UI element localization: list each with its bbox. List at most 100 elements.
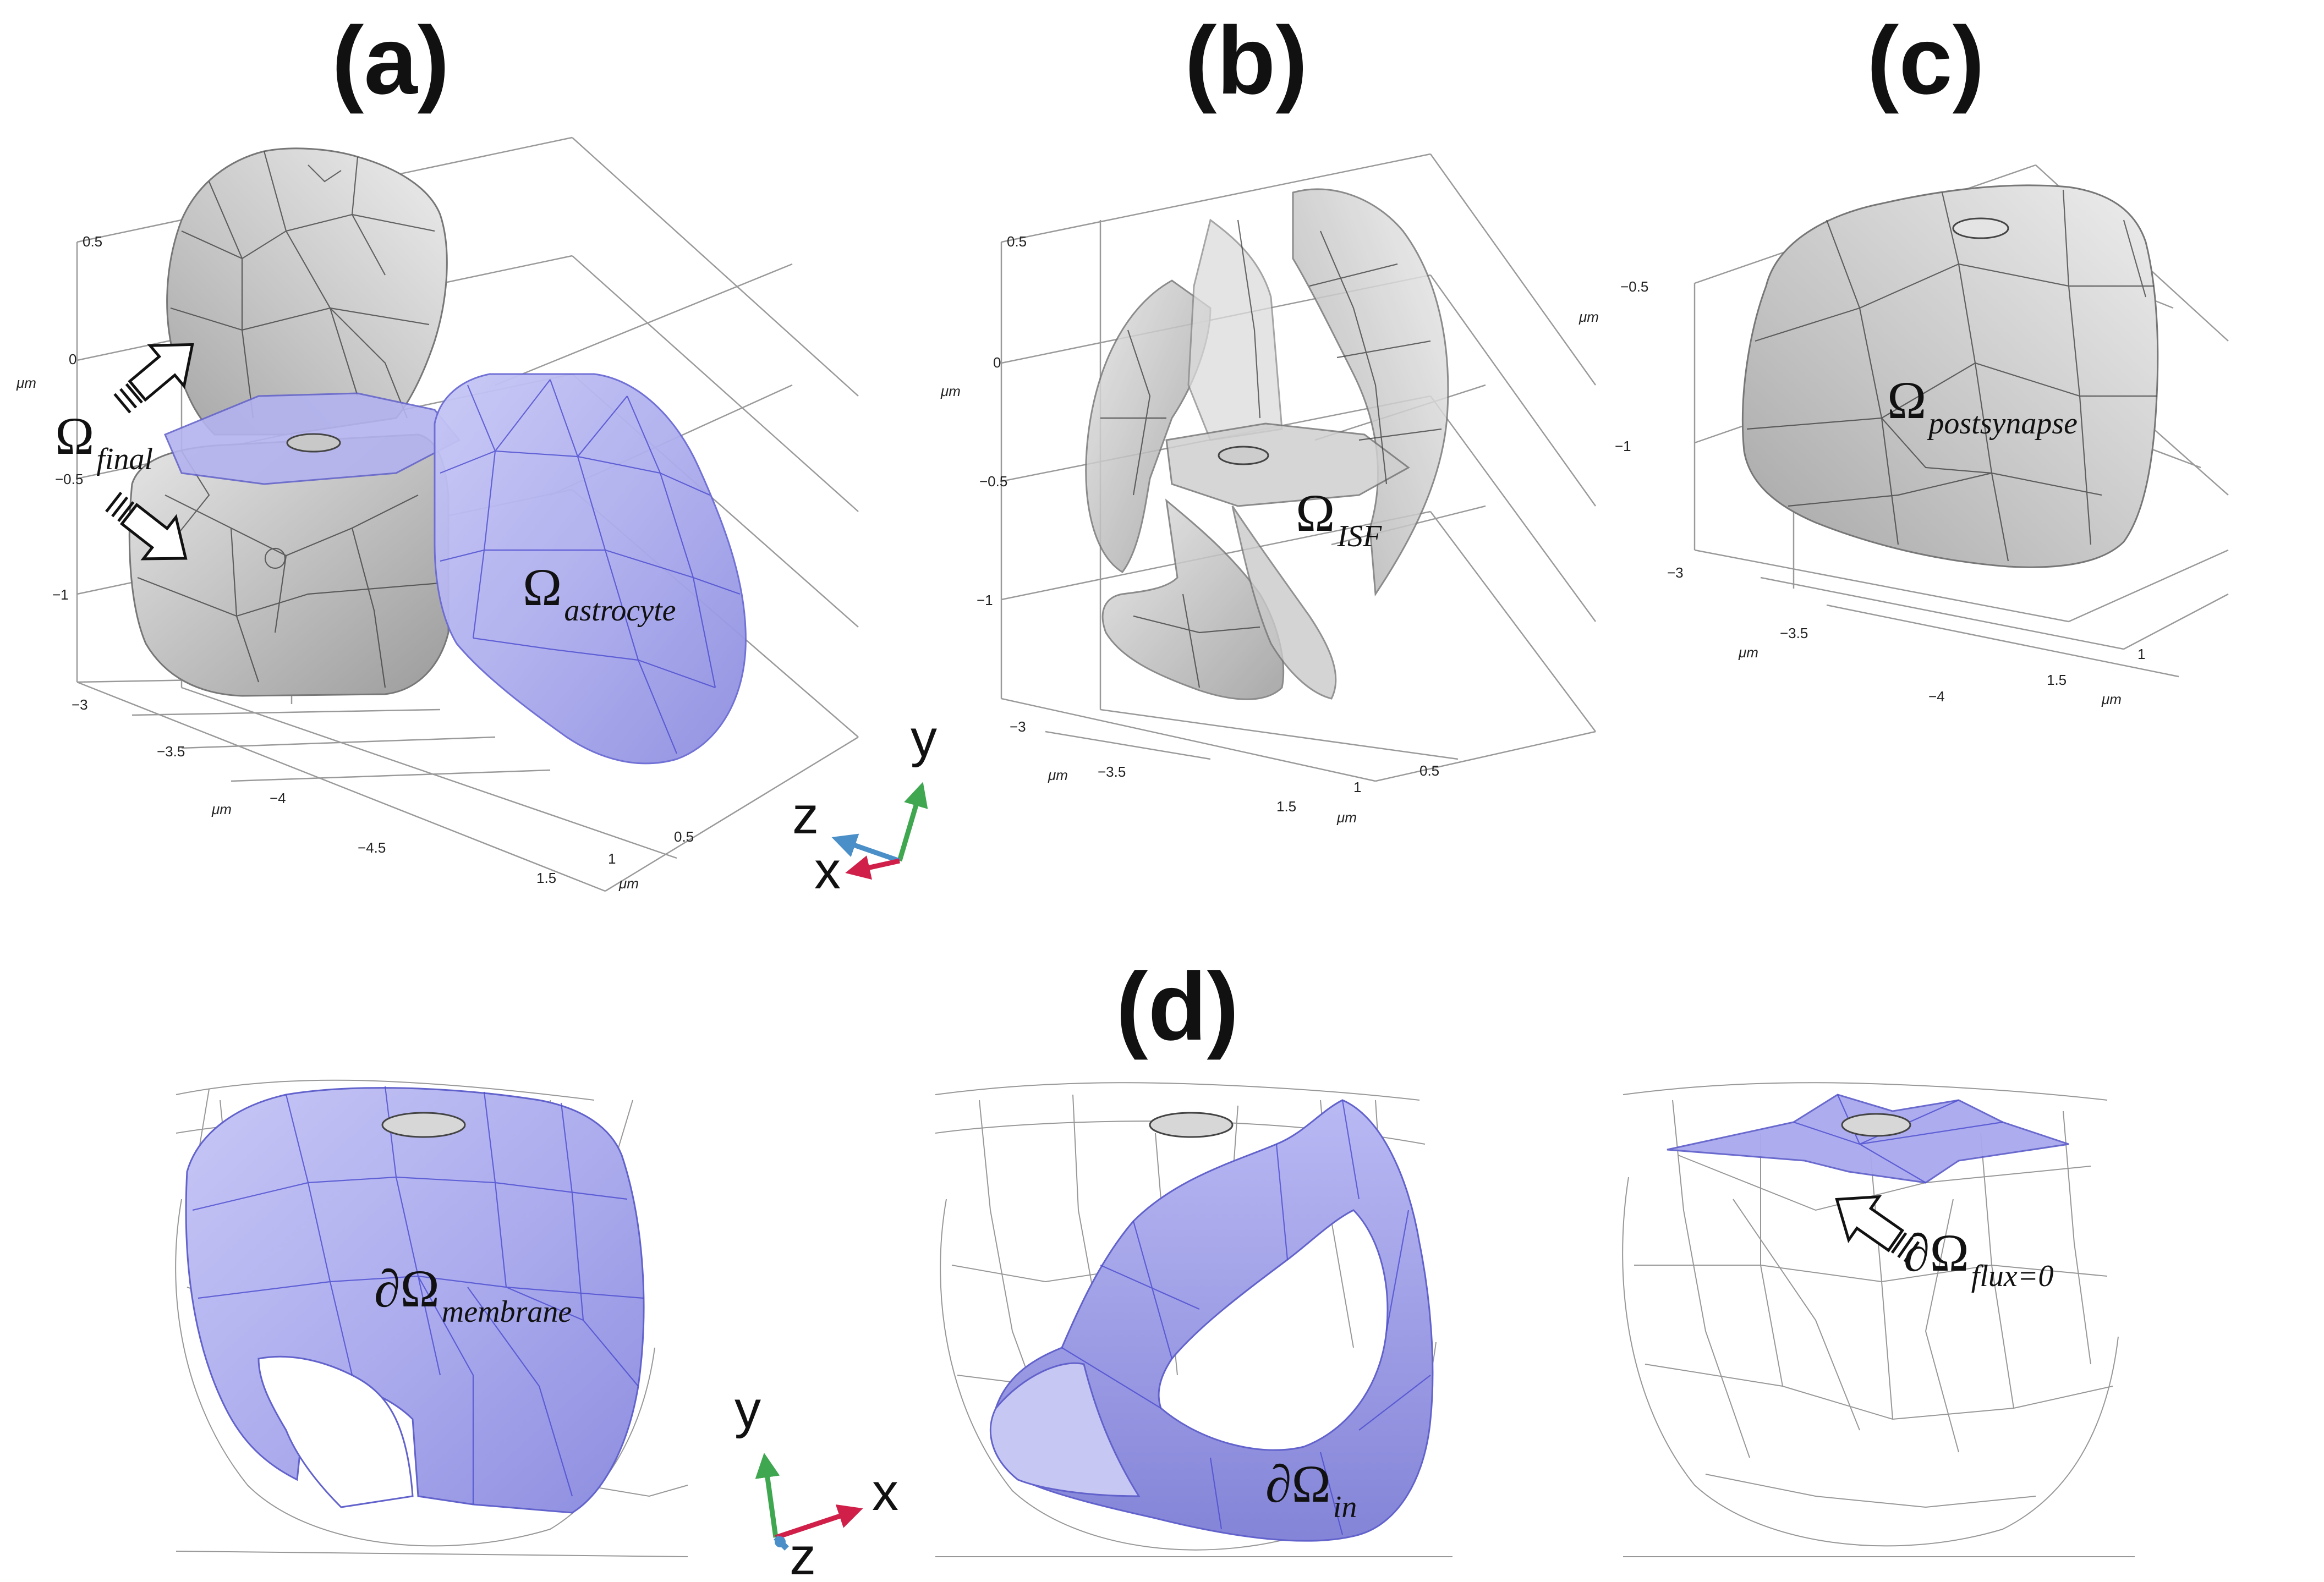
triad-top-x-axis xyxy=(845,855,900,880)
panel-d-inflow-label: ∂Ωin xyxy=(1265,1454,1357,1524)
panel-d-noflux-omega: ∂Ω xyxy=(1904,1223,1969,1282)
triad-top: y z x xyxy=(792,709,937,900)
panel-c-yunit: μm xyxy=(1578,309,1599,325)
panel-b-isf-subscript: ISF xyxy=(1336,519,1382,553)
panel-b-isf-mid-band xyxy=(1165,422,1410,507)
panel-b-ytick-1: 0.5 xyxy=(1007,233,1027,250)
panel-d-inflow-subscript: in xyxy=(1333,1490,1357,1524)
panel-c-ztick-3: −4 xyxy=(1928,688,1945,705)
panel-d-noflux-surface xyxy=(1667,1094,2069,1184)
triad-bottom-z-dot xyxy=(775,1536,786,1547)
panel-a-ytick-2: 0 xyxy=(69,351,76,367)
panel-d-membrane-hole-shade xyxy=(257,1355,414,1508)
panel-b: (b) 0.5 0 −0.5 −1 μm −3 −3.5 μm 1.5 xyxy=(940,7,1597,826)
panel-c-ztick-1: −3 xyxy=(1667,564,1684,581)
panel-a-xtick-3: 0.5 xyxy=(674,828,694,845)
panel-a-astrocyte xyxy=(434,373,747,765)
panel-a-top-cell xyxy=(166,147,448,436)
triad-bottom-y-label: y xyxy=(735,1380,761,1439)
panel-a-ytick-4: −1 xyxy=(52,586,69,603)
panel-d-noflux-view: ∂Ωflux=0 xyxy=(1622,1082,2135,1557)
triad-top-x-label: x xyxy=(814,841,841,900)
panel-c-postsynapse xyxy=(1741,184,2159,568)
panel-d2-synapse-hole xyxy=(1149,1112,1234,1138)
panel-a-ztick-4: −4.5 xyxy=(358,839,386,856)
panel-b-ytick-2: 0 xyxy=(993,354,1001,371)
panel-c-xtick-1: 1.5 xyxy=(2047,672,2067,688)
panel-d-membrane-mesh xyxy=(192,1086,644,1504)
panel-d-noflux-subscript: flux=0 xyxy=(1971,1259,2054,1293)
triad-bottom-x-axis xyxy=(775,1504,863,1540)
triad-top-z-axis xyxy=(831,833,901,864)
panel-b-synapse-hole xyxy=(1218,446,1269,465)
triad-bottom-x-label: x xyxy=(872,1463,898,1521)
panel-a-arrow-down-icon xyxy=(105,491,188,561)
panel-a-xtick-1: 1.5 xyxy=(536,870,556,886)
panel-a-bottom-mesh xyxy=(137,451,441,688)
panel-c-ytick-2: −1 xyxy=(1615,438,1631,454)
panel-d-membrane-view: ∂Ωmembrane xyxy=(175,1079,688,1557)
panel-a-label: (a) xyxy=(332,7,450,114)
panel-c-post-omega: Ω xyxy=(1887,371,1926,430)
panel-b-label: (b) xyxy=(1185,7,1307,114)
panel-b-isf-right-lobe xyxy=(1292,188,1449,597)
panel-b-isf-center-upper xyxy=(1187,218,1283,441)
triad-top-z-label: z xyxy=(792,786,819,845)
triad-top-y-axis xyxy=(897,782,928,862)
panel-c-xtick-2: 1 xyxy=(2137,646,2145,662)
panel-b-yunit: μm xyxy=(940,383,961,399)
panel-d3-wireframe xyxy=(1622,1082,2135,1557)
panel-d-inflow-fold xyxy=(989,1362,1141,1497)
panel-b-xtick-3: 0.5 xyxy=(1419,762,1439,779)
triad-bottom: y x z xyxy=(735,1380,898,1582)
panel-a-ztick-3: −4 xyxy=(270,790,286,806)
panel-b-xtick-2: 1 xyxy=(1353,779,1361,795)
panel-a-ytick-1: 0.5 xyxy=(83,233,102,250)
panel-d-noflux-label: ∂Ωflux=0 xyxy=(1904,1223,2054,1293)
panel-b-ytick-3: −0.5 xyxy=(979,473,1007,490)
panel-d-label: (d) xyxy=(1116,953,1238,1061)
panel-c-ytick-1: −0.5 xyxy=(1620,278,1648,295)
panel-c-post-subscript: postsynapse xyxy=(1926,407,2078,441)
panel-a-xtick-2: 1 xyxy=(608,850,616,867)
panel-d: (d) xyxy=(175,953,2135,1557)
panel-a-final-omega: Ω xyxy=(55,407,94,465)
panel-a-astrocyte-omega: Ω xyxy=(523,558,562,617)
panel-c: (c) −0.5 −1 μm −3 −3.5 −4 μm 1.5 1 μm xyxy=(1578,7,2229,707)
panel-c-ztick-2: −3.5 xyxy=(1780,625,1808,641)
panel-a-zunit: μm xyxy=(211,801,232,817)
panel-a-yunit: μm xyxy=(16,375,36,391)
panel-a-ztick-1: −3 xyxy=(72,696,88,713)
panel-a-arrow-up-icon xyxy=(113,343,194,414)
panel-a-ytick-3: −0.5 xyxy=(55,471,83,487)
panel-d3-synapse-hole xyxy=(1841,1113,1911,1137)
triad-bottom-z-label: z xyxy=(790,1527,816,1582)
panel-d-membrane-label: ∂Ωmembrane xyxy=(374,1259,572,1329)
panel-a-astrocyte-label: Ωastrocyte xyxy=(523,558,676,628)
panel-c-xunit: μm xyxy=(2101,691,2122,707)
panel-a-final-subscript: final xyxy=(96,442,153,476)
panel-d-inflow-view: ∂Ωin xyxy=(935,1082,1452,1557)
triad-top-y-label: y xyxy=(911,709,937,768)
panel-a-astrocyte-mesh xyxy=(440,379,741,754)
panel-c-post-label: Ωpostsynapse xyxy=(1887,371,2078,441)
panel-b-ztick-1: −3 xyxy=(1010,718,1026,735)
panel-b-grid xyxy=(1000,153,1597,782)
panel-c-zunit: μm xyxy=(1738,644,1758,661)
panel-b-isf-label: ΩISF xyxy=(1296,484,1382,553)
panel-a-xunit: μm xyxy=(618,875,639,892)
panel-d-inflow-mesh xyxy=(1061,1100,1431,1535)
panel-c-synapse-hole xyxy=(1952,217,2009,239)
triad-bottom-y-axis xyxy=(755,1453,780,1538)
panel-a-ztick-2: −3.5 xyxy=(157,743,185,760)
panel-a-final-label: Ωfinal xyxy=(55,407,153,476)
panel-a-synapse-hole xyxy=(286,433,341,453)
panel-d-membrane-omega: ∂Ω xyxy=(374,1259,440,1318)
panel-b-isf-omega: Ω xyxy=(1296,484,1335,542)
panel-b-isf-front-arm xyxy=(1231,506,1337,700)
panel-a: (a) 0.5 0 −0.5 −1 μm −3 xyxy=(16,7,859,892)
panel-d-noflux-mesh xyxy=(1793,1094,2003,1183)
panel-b-zunit: μm xyxy=(1048,767,1068,783)
panel-d-membrane-subscript: membrane xyxy=(442,1295,572,1329)
